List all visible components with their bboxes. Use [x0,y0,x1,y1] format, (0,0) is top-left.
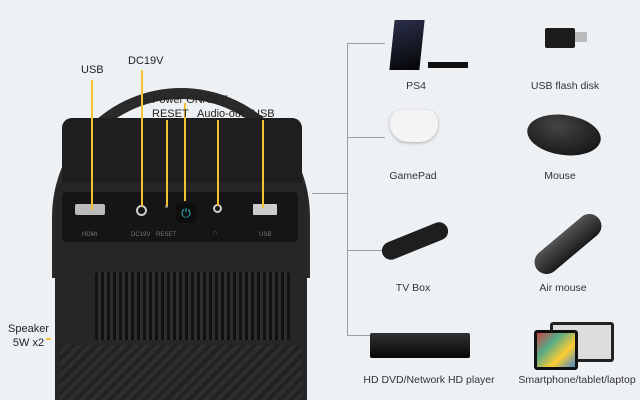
power-button[interactable]: ⏻ [176,203,196,223]
usb-drive-icon [545,28,575,48]
bracket-branch [347,335,385,336]
handle [52,88,310,278]
device-label-hd-dvd-player: HD DVD/Network HD player [363,374,495,386]
device-label-ps4: PS4 [406,80,426,92]
hdmi-port [75,204,105,215]
game-console-icon [389,20,425,70]
dc-port [136,205,147,216]
device-label-smartphone-tablet-laptop: Smartphone/tablet/laptop [518,374,636,386]
label-speaker: Speaker 5W x2 [8,322,49,350]
callout-line-usb-left [91,80,93,210]
top-panel [62,118,302,188]
bracket-vertical [347,43,348,336]
port-label-hdmi: HDMI [82,232,98,238]
port-label-dc: DC19V [131,232,151,238]
device-label-air-mouse: Air mouse [539,282,587,294]
callout-line-speaker [46,338,51,340]
label-speaker-line1: Speaker [8,323,49,335]
tv-stick-icon [379,219,451,263]
bracket-branch [347,137,385,138]
reset-hole [165,205,168,208]
label-usb-left: USB [81,64,104,76]
mouse-icon [524,110,604,160]
game-console-base [428,62,468,68]
usb-drive-connector [575,32,587,42]
label-reset: RESET [152,108,189,120]
gamepad-icon [390,110,438,142]
label-usb-right: USB [252,108,275,120]
port-label-reset: RESET [156,232,177,238]
headphone-icon: ∩ [213,230,218,236]
device-label-gamepad: GamePad [389,170,437,182]
callout-line-dc [141,70,143,206]
dvd-player-icon [370,333,470,358]
callout-line-audio [217,120,219,206]
callout-line-power [184,103,186,201]
device-label-mouse: Mouse [544,170,576,182]
bracket-branch [347,43,385,44]
port-label-usb: USB [259,232,272,238]
label-speaker-line2: 5W x2 [12,337,45,349]
bracket-stem [312,193,348,194]
air-mouse-icon [529,209,607,279]
callout-line-usb-right [262,120,264,208]
usb-port [253,204,277,215]
bracket-branch [347,250,385,251]
label-power: Power ON/OFF [152,94,228,106]
speaker-grille [95,272,290,340]
label-audio-out: Audio-out [197,108,245,120]
device-label-usb-flash-disk: USB flash disk [530,80,600,92]
callout-line-reset [166,120,168,206]
tablet-icon [534,330,578,370]
body-texture [60,345,302,400]
label-dc19v: DC19V [128,55,164,67]
device-label-tv-box: TV Box [395,282,431,294]
